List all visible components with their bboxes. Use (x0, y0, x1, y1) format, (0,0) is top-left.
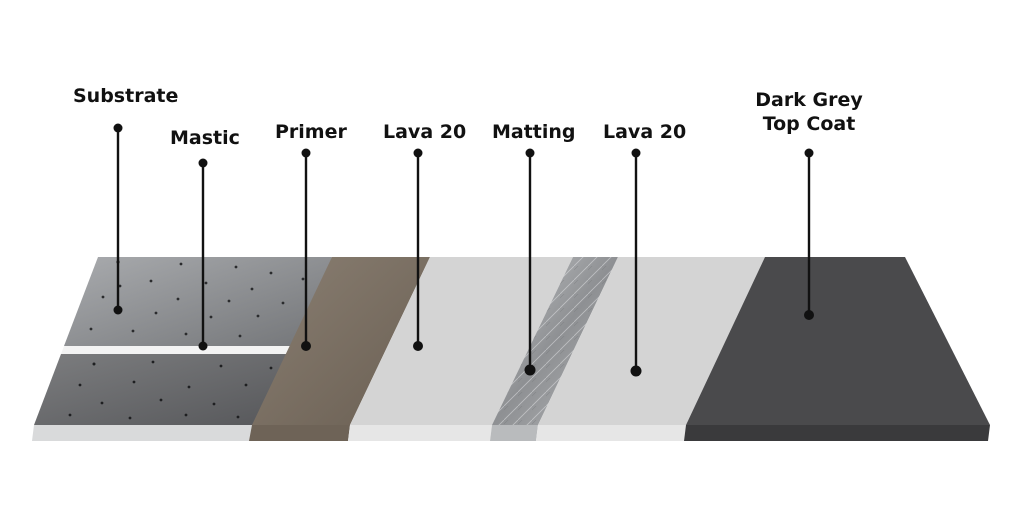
label-lava-1: Lava 20 (383, 121, 467, 143)
label-mastic: Mastic (170, 127, 240, 149)
top-coat-edge (684, 425, 990, 441)
label-lava-2: Lava 20 (603, 121, 687, 143)
mastic-layer (34, 354, 299, 425)
mastic-dots (68, 360, 273, 420)
substrate-dots (89, 260, 305, 338)
lava-layer-2 (538, 257, 765, 425)
label-top-coat-line2: Top Coat (762, 113, 856, 135)
lava-edge-1 (348, 425, 492, 441)
lava-layer-1 (350, 257, 573, 425)
label-matting: Matting (492, 121, 576, 143)
callout-substrate (113, 123, 123, 315)
matting-edge (490, 425, 538, 441)
primer-edge (249, 425, 350, 441)
callout-primer (301, 148, 311, 351)
callout-lava-1 (413, 148, 423, 351)
label-primer: Primer (275, 121, 347, 143)
callout-lava-2 (630, 148, 642, 377)
mastic-edge (32, 425, 273, 441)
substrate-layer (64, 257, 332, 346)
label-top-coat-line1: Dark Grey (755, 89, 863, 111)
callout-matting (524, 148, 536, 376)
label-substrate: Substrate (73, 85, 179, 107)
top-coat-layer (686, 257, 990, 425)
primer-layer (252, 257, 430, 425)
matting-texture (492, 257, 618, 425)
substrate-gap (61, 346, 302, 354)
callout-top-coat (804, 148, 814, 320)
lava-edge-2 (536, 425, 686, 441)
callout-mastic (198, 158, 208, 351)
label-top-coat: Dark Grey Top Coat (750, 88, 868, 136)
